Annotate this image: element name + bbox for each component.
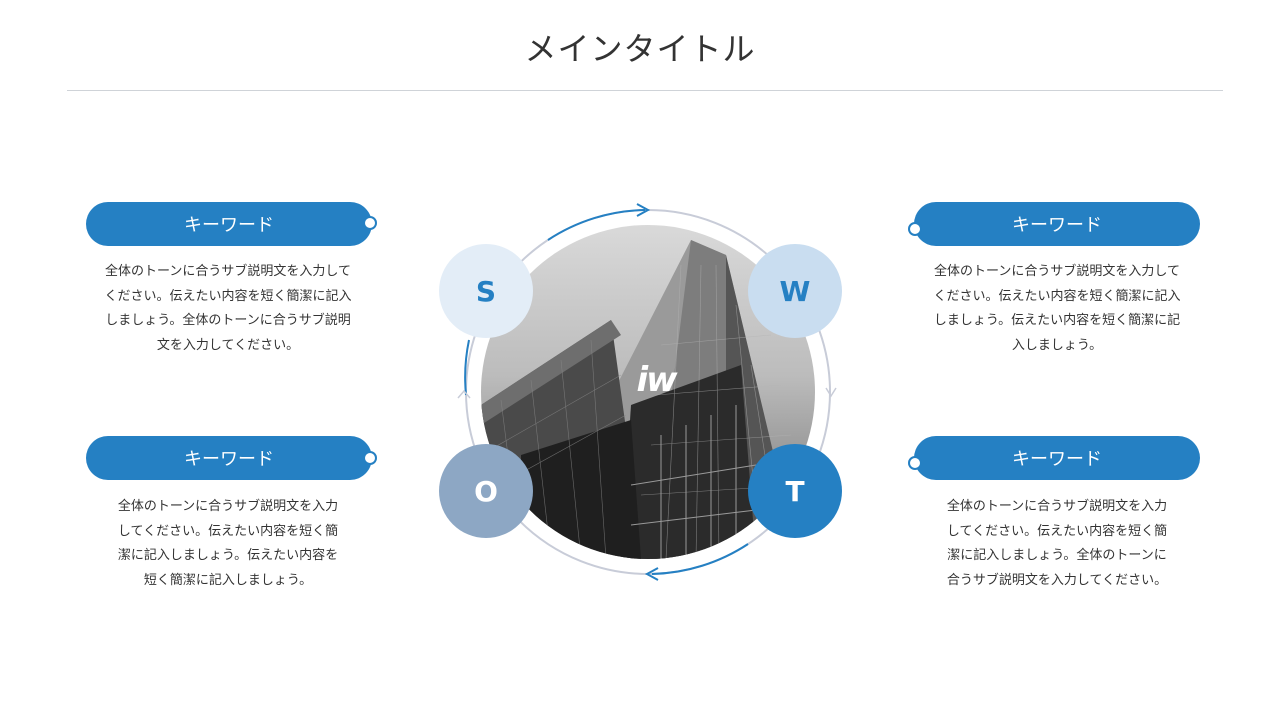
description-line: しましょう。伝えたい内容を短く簡潔に記 <box>933 313 1181 328</box>
description-line: ください。伝えたい内容を短く簡潔に記入 <box>933 288 1181 304</box>
keyword-label: キーワード <box>184 215 274 236</box>
connector-dot <box>908 222 922 236</box>
description-bottom-right: 全体のトーンに合うサブ説明文を入力 してください。伝えたい内容を短く簡 潔に記入… <box>922 495 1192 593</box>
description-line: 潔に記入しましょう。伝えたい内容を <box>117 548 339 563</box>
connector-dot <box>908 456 922 470</box>
description-top-left: 全体のトーンに合うサブ説明文を入力して ください。伝えたい内容を短く簡潔に記入 … <box>93 260 363 358</box>
keyword-label: キーワード <box>1012 215 1102 236</box>
badge-o: O <box>439 444 533 538</box>
badge-w: W <box>748 244 842 338</box>
keyword-pill-bottom-right: キーワード <box>914 436 1200 480</box>
description-line: 全体のトーンに合うサブ説明文を入力 <box>117 499 339 514</box>
brand-logo: iw <box>636 360 677 400</box>
description-line: 合うサブ説明文を入力してください。 <box>946 572 1168 588</box>
description-line: してください。伝えたい内容を短く簡 <box>117 523 339 539</box>
badge-s: S <box>439 244 533 338</box>
badge-letter: T <box>785 474 805 508</box>
connector-dot <box>363 216 377 230</box>
page-title: メインタイトル <box>524 30 756 68</box>
connector-dot <box>363 451 377 465</box>
keyword-pill-bottom-left: キーワード <box>86 436 372 480</box>
badge-letter: O <box>474 474 498 508</box>
badge-letter: W <box>779 274 811 308</box>
description-line: 入しましょう。 <box>1011 337 1103 353</box>
keyword-label: キーワード <box>184 449 274 470</box>
keyword-label: キーワード <box>1012 449 1102 470</box>
description-line: しましょう。全体のトーンに合うサブ説明 <box>105 313 351 328</box>
badge-letter: S <box>475 274 497 308</box>
description-top-right: 全体のトーンに合うサブ説明文を入力して ください。伝えたい内容を短く簡潔に記入 … <box>922 260 1192 358</box>
description-line: 短く簡潔に記入しましょう。 <box>143 572 313 588</box>
description-line: 文を入力してください。 <box>156 337 300 353</box>
description-line: 全体のトーンに合うサブ説明文を入力して <box>934 264 1180 279</box>
description-line: ください。伝えたい内容を短く簡潔に記入 <box>104 288 352 304</box>
description-line: してください。伝えたい内容を短く簡 <box>946 523 1168 539</box>
description-bottom-left: 全体のトーンに合うサブ説明文を入力 してください。伝えたい内容を短く簡 潔に記入… <box>93 495 363 593</box>
description-line: 全体のトーンに合うサブ説明文を入力して <box>105 264 351 279</box>
keyword-pill-top-right: キーワード <box>914 202 1200 246</box>
badge-t: T <box>748 444 842 538</box>
title-divider <box>67 90 1223 91</box>
description-line: 全体のトーンに合うサブ説明文を入力 <box>946 499 1168 514</box>
description-line: 潔に記入しましょう。全体のトーンに <box>947 548 1167 563</box>
keyword-pill-top-left: キーワード <box>86 202 372 246</box>
